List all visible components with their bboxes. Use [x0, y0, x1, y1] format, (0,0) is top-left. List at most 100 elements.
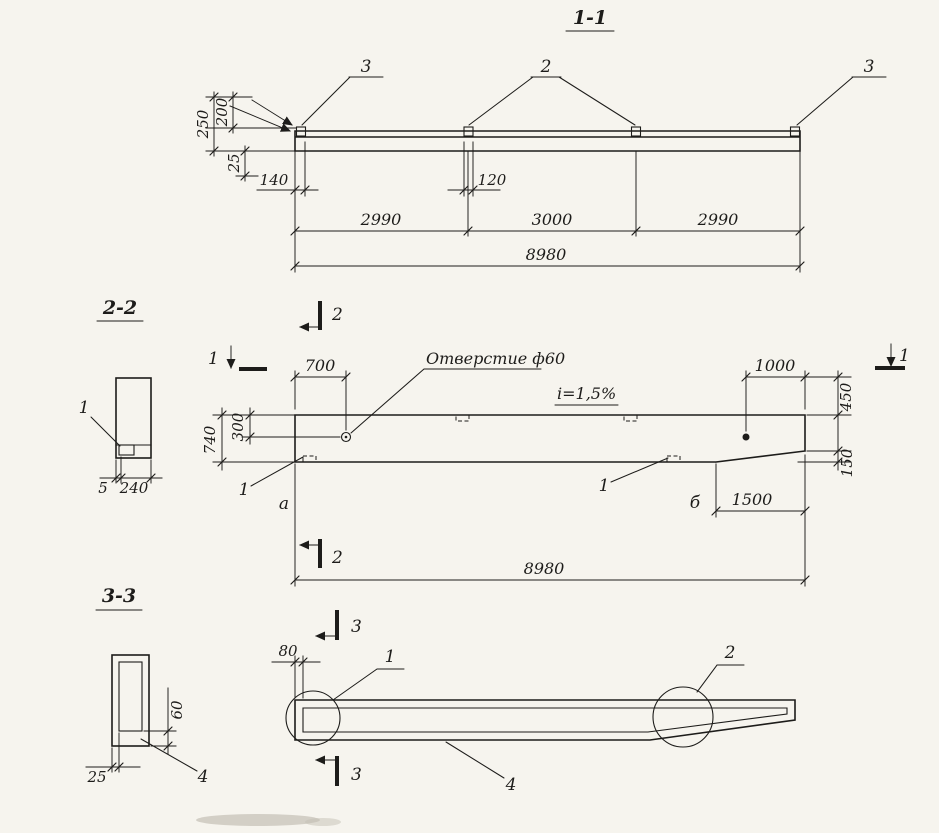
- dim-2990-right-label: 2990: [697, 210, 739, 229]
- view-bottom: 3 3 80 1 2 4: [271, 610, 796, 795]
- plate-mark: [302, 455, 317, 463]
- scan-smudge: [305, 818, 341, 826]
- slope-label: i=1,5%: [557, 384, 616, 403]
- detail-circle-left: [285, 690, 341, 746]
- dim-5-label: 5: [98, 479, 108, 497]
- view-section-1-1: 1-1 3 2 3 200 250 25 140 120 2990 3000 2…: [194, 7, 887, 273]
- callout-plate: 1: [79, 398, 90, 418]
- callout-2: 2: [724, 643, 736, 663]
- dim-letter-a-label: а: [279, 494, 289, 514]
- callout-4: 4: [505, 775, 517, 795]
- hole-note-label: Отверстие ф60: [426, 349, 565, 368]
- section-3-3-title: 3-3: [102, 585, 136, 607]
- section-3-3-inner-outline: [118, 661, 143, 732]
- section-marker-label: 2: [331, 305, 343, 325]
- dim-80-label: 80: [278, 642, 298, 660]
- view-section-3-3: 3-3 60 25 4: [85, 585, 209, 787]
- hole-circle: [340, 431, 352, 443]
- section-3-3-outer-outline: [111, 654, 150, 747]
- embed-plate-mark: [295, 126, 307, 137]
- view-section-2-2: 2-2 1 5 240: [79, 297, 163, 497]
- section-marker-label: 1: [208, 349, 219, 369]
- section-marker-1-left: 1: [208, 345, 267, 371]
- dimension-ticks: [107, 726, 173, 772]
- section-marker-label: 3: [351, 765, 362, 785]
- callout-leaders: [332, 664, 745, 779]
- dim-1500-label: 1500: [732, 490, 773, 509]
- section-2-2-outline: [115, 377, 152, 459]
- plate-pointer-arrow: [251, 99, 293, 126]
- dim-1000-label: 1000: [755, 356, 796, 375]
- callout-1: 1: [385, 647, 396, 667]
- dimension-extension-lines: [85, 687, 177, 773]
- plan-outline: [294, 414, 806, 463]
- dim-200-label: 200: [213, 97, 231, 127]
- dim-140-label: 140: [260, 171, 289, 189]
- section-marker-1-right: 1: [875, 343, 910, 370]
- callout-leaders: [301, 76, 887, 126]
- section-marker-3-top: 3: [315, 610, 362, 641]
- section-marker-2-top: 2: [299, 301, 343, 332]
- dim-700-label: 700: [305, 356, 336, 375]
- dim-8980-label: 8980: [524, 559, 565, 578]
- callout-plate-left: 1: [239, 480, 250, 500]
- section-1-1-title: 1-1: [573, 7, 607, 29]
- callout-4: 4: [197, 767, 209, 787]
- plate-mark: [455, 414, 470, 422]
- beam-elevation-outline: [294, 130, 801, 152]
- dim-250-label: 250: [194, 109, 212, 139]
- dimension-extension-lines: [99, 456, 163, 484]
- plate-pointer-arrow: [229, 105, 291, 132]
- section-2-2-title: 2-2: [102, 297, 137, 319]
- dim-120-label: 120: [478, 171, 507, 189]
- plate-callout-leaders: [250, 456, 669, 487]
- dimension-extension-lines: [205, 91, 801, 273]
- section-marker-label: 2: [331, 548, 343, 568]
- plate-position-marks: [302, 414, 681, 463]
- dim-60-label: 60: [168, 700, 186, 720]
- dim-3000-label: 3000: [532, 210, 573, 229]
- plate-mark: [623, 414, 638, 422]
- dim-8980-label: 8980: [526, 245, 567, 264]
- hole-center-dot: [344, 435, 348, 439]
- section-marker-3-bottom: 3: [315, 755, 362, 786]
- dim-150-label: 150: [838, 448, 856, 477]
- dim-740-label: 740: [201, 425, 219, 454]
- bottom-view-outer-outline: [294, 699, 796, 741]
- dim-450-label: 450: [837, 382, 855, 412]
- dimension-extension-lines: [212, 370, 852, 587]
- section-marker-2-bottom: 2: [299, 539, 343, 568]
- plate-callout-leader: [90, 416, 121, 447]
- dimension-ticks: [111, 473, 156, 483]
- callout-2-mid: 2: [540, 57, 552, 77]
- scan-smudge: [196, 814, 320, 826]
- embed-plate-mark: [630, 126, 642, 137]
- bottom-view-inner-outline: [302, 707, 788, 733]
- dim-25-label: 25: [86, 768, 106, 786]
- section-marker-label: 1: [899, 346, 910, 366]
- dim-300-label: 300: [229, 412, 247, 441]
- right-hole-dot: [742, 433, 750, 441]
- embedded-plate-section-detail: [118, 444, 135, 456]
- bottom-wall-callout-leader: [140, 738, 198, 772]
- dimension-ticks: [217, 372, 843, 585]
- dimension-extension-lines: [271, 655, 321, 699]
- hole-note-leader: [350, 368, 542, 434]
- view-plan: 2 2 1 1 Отверстие ф60 i=1,5% 700 1000 45…: [201, 301, 910, 587]
- dimension-ticks: [290, 657, 308, 667]
- section-marker-label: 3: [351, 617, 362, 637]
- dimension-ticks: [209, 92, 805, 271]
- dim-25-label: 25: [225, 153, 243, 173]
- callout-plate-right: 1: [599, 476, 610, 496]
- embed-plate-mark: [463, 126, 474, 137]
- dim-2990-left-label: 2990: [360, 210, 402, 229]
- detail-circle-right: [652, 686, 714, 748]
- embed-plate-mark: [789, 126, 801, 137]
- dim-240-label: 240: [119, 479, 149, 497]
- plate-mark: [666, 455, 681, 463]
- dim-letter-b-label: б: [690, 493, 701, 513]
- callout-3-right: 3: [864, 57, 875, 77]
- callout-3-left: 3: [361, 57, 372, 77]
